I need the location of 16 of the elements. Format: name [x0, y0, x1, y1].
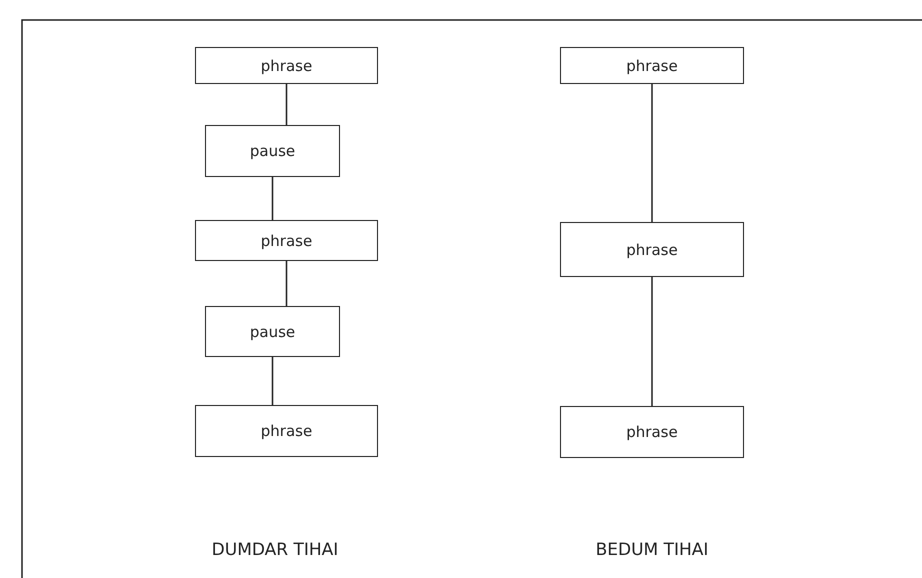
column-caption: DUMDAR TIHAI: [212, 540, 338, 560]
column-caption: BEDUM TIHAI: [596, 540, 708, 560]
text-box: phrase: [195, 47, 378, 84]
connector-line: [651, 277, 653, 406]
text-box: pause: [205, 125, 340, 177]
text-box: phrase: [195, 405, 378, 457]
text-box: phrase: [560, 47, 744, 84]
text-box: pause: [205, 306, 340, 357]
text-box: phrase: [195, 220, 378, 261]
connector-line: [272, 177, 274, 220]
text-box: phrase: [560, 222, 744, 277]
connector-line: [272, 357, 274, 405]
connector-line: [286, 84, 288, 125]
text-box: phrase: [560, 406, 744, 458]
connector-line: [651, 84, 653, 222]
connector-line: [286, 261, 288, 306]
